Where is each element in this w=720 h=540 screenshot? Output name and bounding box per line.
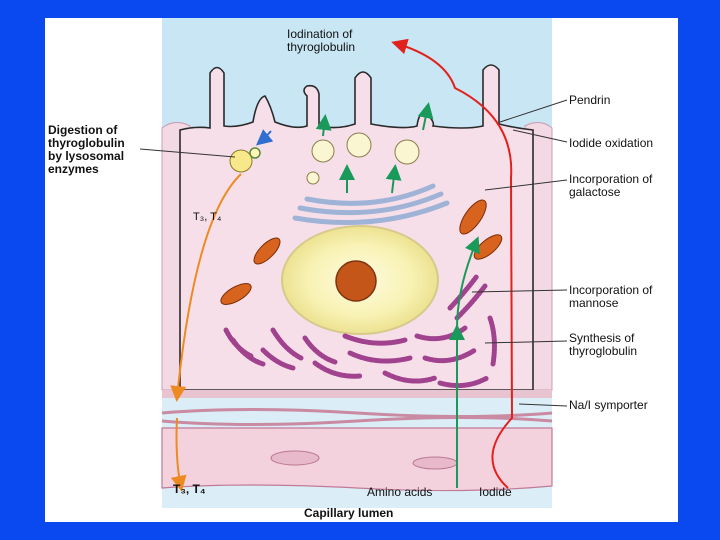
mitochondria [220, 199, 503, 305]
leader-lines [139, 99, 568, 407]
basement-membrane [162, 390, 552, 398]
secretory-vesicles [306, 132, 420, 185]
hormone-release-arrow [170, 173, 242, 402]
label-iodide-oxidation: Iodide oxidation [569, 136, 654, 150]
thyroid-follicle-diagram [139, 18, 568, 508]
nucleolus [335, 260, 377, 302]
label-capillary-lumen: Capillary lumen [304, 506, 394, 520]
lysosome [229, 147, 261, 173]
label-t3t4-inside: T₃, T₄ [193, 211, 222, 223]
label-t3t4-bottom: T₃, T₄ [173, 482, 206, 496]
label-amino-acids: Amino acids [367, 485, 433, 499]
golgi-apparatus [292, 183, 450, 226]
capillary-wall-top [161, 408, 553, 418]
endocytosis-arrow [255, 129, 274, 146]
capillary-wall-bottom [161, 416, 553, 426]
endothelium [161, 427, 553, 492]
label-symporter: Na/I symporter [569, 398, 648, 412]
label-iodide: Iodide [479, 485, 512, 499]
label-pendrin: Pendrin [569, 93, 611, 107]
iodide-arrow [391, 38, 514, 489]
